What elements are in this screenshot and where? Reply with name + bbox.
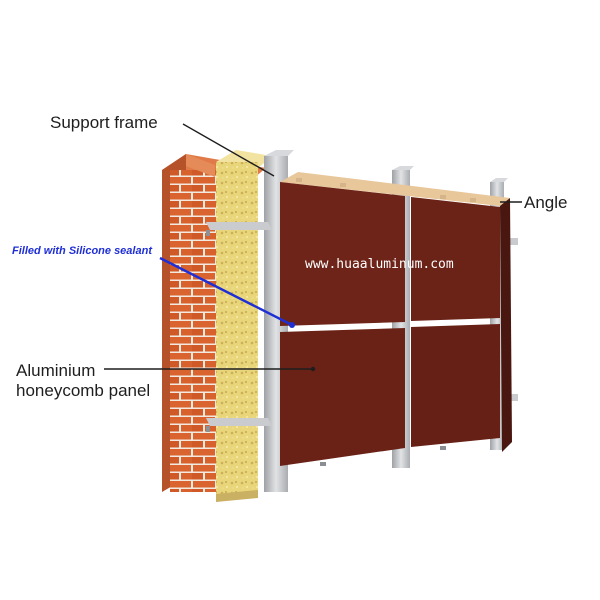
label-angle: Angle (524, 193, 568, 212)
support-frame-leader (182, 123, 275, 177)
panel-top-left (280, 182, 405, 326)
sealant-leader (159, 256, 293, 327)
panel-bottom-left (280, 328, 405, 466)
sealant-leader-dot (289, 322, 295, 328)
label-panel-line2: honeycomb panel (16, 381, 151, 400)
insulation-layer (216, 150, 272, 502)
leader-lines (104, 123, 522, 370)
panel-bottom-right (411, 324, 500, 447)
watermark-url: www.huaaluminum.com (305, 257, 454, 272)
panel-top-right (411, 197, 500, 321)
panel-edges (280, 172, 512, 452)
label-support-frame: Support frame (50, 113, 158, 132)
panel-leader-dot (310, 366, 316, 372)
wall-brackets (206, 222, 518, 432)
aluminium-panels (280, 178, 500, 466)
label-silicone-sealant: Filled with Silicone sealant (12, 245, 152, 257)
label-panel-line1: Aluminium (16, 361, 96, 380)
brick-wall (162, 154, 266, 492)
